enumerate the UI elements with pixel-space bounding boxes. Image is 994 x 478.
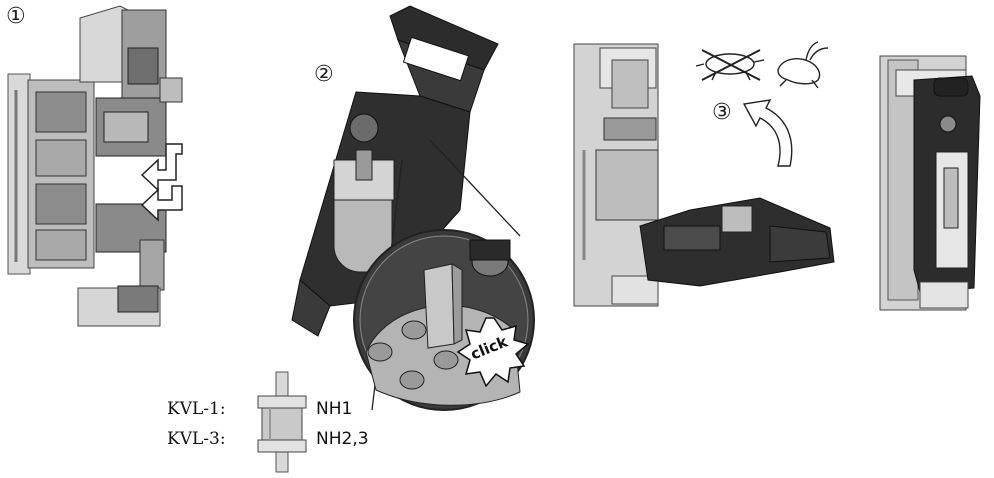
assembled-fuse-switch [879,55,981,311]
fuse-type-kvl3: KVL-3: [167,429,226,449]
step1-disassembled-switch [7,5,183,327]
step-3-number: ③ [712,100,732,125]
crossed-out-turtle-icon [695,49,765,81]
step3-mounting [573,43,835,307]
step2-fuse-puller [291,5,521,411]
hare-icon [777,41,829,89]
double-insert-arrow-icon [140,143,183,222]
fuse-size-nh23: NH2,3 [316,429,369,449]
curved-rotate-arrow-icon [742,99,793,167]
step-2-number: ② [314,62,334,87]
fuse-size-nh1: NH1 [316,399,353,419]
click-burst-icon [456,317,530,388]
nh-fuse-icon [257,371,307,473]
closeup-magnifier [353,229,535,411]
fuse-type-kvl1: KVL-1: [167,399,226,419]
step-1-number: ① [6,4,26,29]
